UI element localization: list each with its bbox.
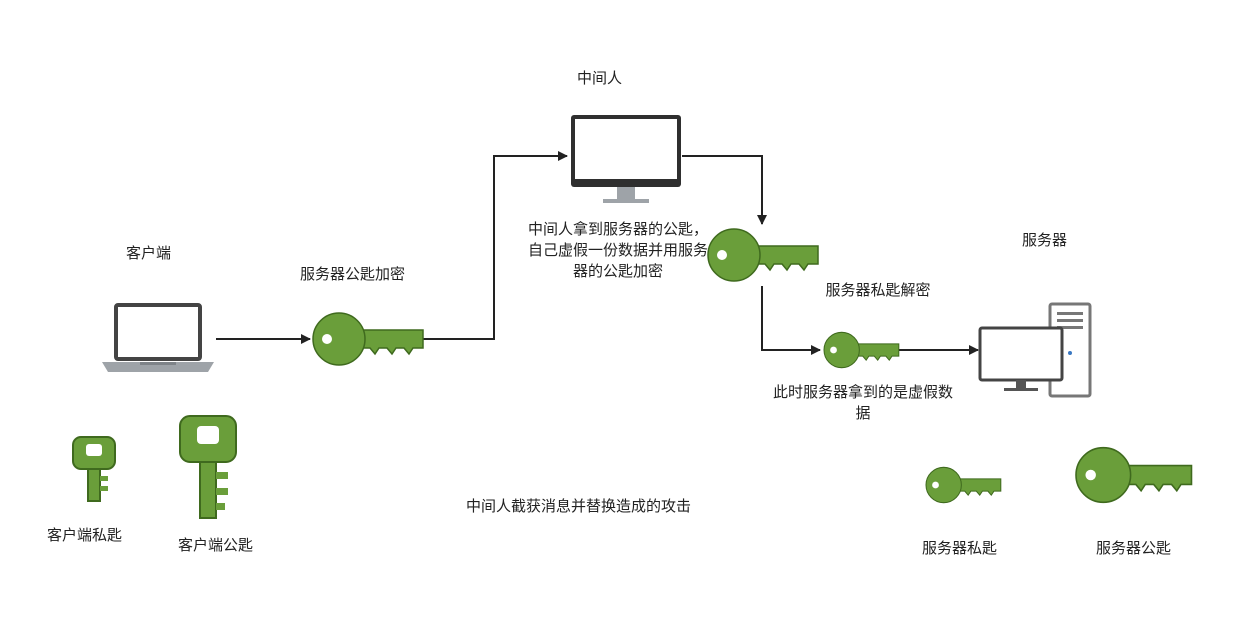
client-private-key-icon	[72, 436, 116, 502]
arrow-fakekey-to-privkey	[761, 286, 821, 355]
mitm-description: 中间人拿到服务器的公匙，自己虚假一份数据并用服务器的公匙加密	[528, 220, 709, 280]
legend-server-private-key-label: 服务器私匙	[922, 539, 998, 557]
arrow-mitm-to-fakekey	[682, 155, 767, 225]
server-public-key-encrypt-icon	[312, 312, 424, 366]
legend-server-private-key-icon	[925, 466, 1002, 504]
laptop-icon	[102, 303, 214, 372]
server-icon	[978, 302, 1092, 398]
server-privkey-decrypt-label: 服务器私匙解密	[825, 281, 931, 299]
diagram-caption: 中间人截获消息并替换造成的攻击	[466, 497, 692, 515]
arrow-key-to-mitm	[420, 151, 568, 340]
mitm-label: 中间人	[577, 69, 623, 87]
server-label: 服务器	[1022, 231, 1068, 249]
server-fake-data-label: 此时服务器拿到的是虚假数据	[772, 383, 953, 422]
legend-server-public-key-label: 服务器公匙	[1096, 539, 1172, 557]
legend-client-private-key-label: 客户端私匙	[47, 526, 123, 544]
server-pubkey-encrypt-label: 服务器公匙加密	[300, 265, 406, 283]
legend-server-public-key-icon	[1075, 446, 1193, 504]
mitm-fake-public-key-icon	[707, 228, 819, 282]
monitor-icon	[571, 115, 681, 203]
server-private-key-decrypt-icon	[823, 331, 900, 369]
client-public-key-icon	[179, 415, 237, 519]
legend-client-public-key-label: 客户端公匙	[178, 536, 254, 554]
client-label: 客户端	[126, 244, 172, 262]
